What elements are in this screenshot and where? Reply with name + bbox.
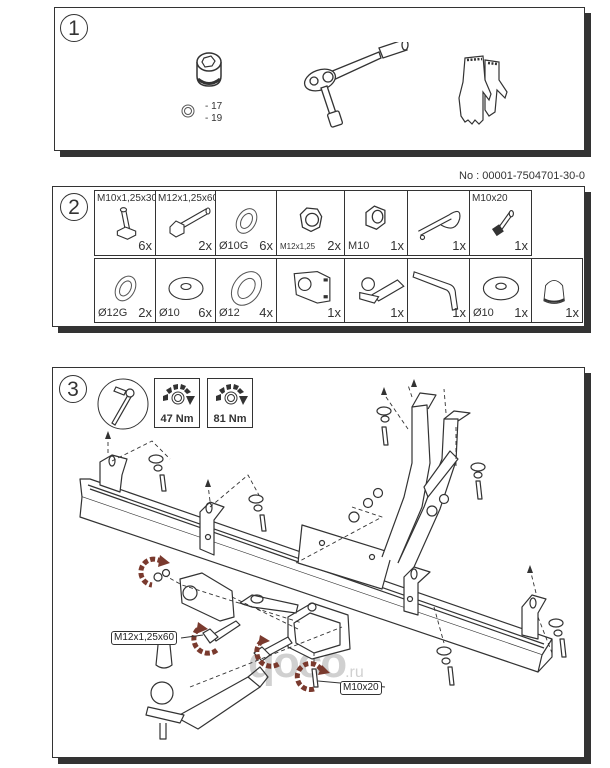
part-cell: M10 1x — [344, 190, 408, 256]
part-cell: M10x1,25x30 6x — [94, 190, 158, 256]
part-cell: M10x20 1x — [469, 190, 532, 256]
part-quantity: 4x — [259, 305, 273, 320]
part-quantity: 1x — [390, 238, 404, 253]
left-mount-bracket — [99, 454, 128, 493]
part-cell: 1x — [344, 258, 408, 323]
part-quantity: 1x — [452, 238, 466, 253]
socket-size-17: - 17 — [205, 101, 223, 112]
socket-size-icon — [181, 104, 195, 118]
part-quantity: 2x — [198, 238, 212, 253]
large-washer-icon — [230, 271, 263, 306]
part-quantity: 2x — [327, 238, 341, 253]
part-name: Ø12G — [98, 307, 128, 319]
part-quantity: 1x — [327, 305, 341, 320]
gloves-icon — [458, 55, 508, 125]
part-quantity: 6x — [198, 305, 212, 320]
pin-icon — [412, 271, 459, 311]
part-quantity: 1x — [452, 305, 466, 320]
part-quantity: 2x — [138, 305, 152, 320]
tow-ball-mount-icon — [359, 277, 405, 304]
torque-value-47: 47 Nm — [160, 413, 194, 425]
part-name: Ø10G — [219, 240, 249, 252]
socket-icon — [196, 52, 222, 87]
part-size-label: M12x1,25x60 — [158, 193, 219, 204]
part-quantity: 6x — [138, 238, 152, 253]
part-quantity: 1x — [514, 238, 528, 253]
towbar-assembly-drawing — [79, 379, 567, 740]
part-name: Ø10 — [473, 307, 494, 319]
tow-ball-mount — [175, 676, 261, 730]
socket-plate-icon — [293, 270, 331, 304]
part-quantity: 1x — [565, 305, 579, 320]
part-cell: Ø12G 2x — [94, 258, 156, 323]
torque-47nm: 47 Nm — [154, 378, 200, 428]
lock-nut-icon — [299, 207, 323, 233]
part-cell: Ø10 1x — [469, 258, 532, 323]
spring-washer-icon — [235, 208, 258, 234]
part-size-label: M10x1,25x30 — [97, 193, 158, 204]
part-size-label: M10x20 — [472, 193, 508, 204]
electric-socket-plate — [179, 572, 235, 622]
part-cell: Ø12 4x — [215, 258, 277, 323]
part-cell: 1x — [531, 258, 583, 323]
part-quantity: 1x — [514, 305, 528, 320]
callout-m10-bolt: M10x20 — [340, 681, 382, 695]
part-name: M12x1,25 — [280, 242, 316, 251]
part-quantity: 6x — [259, 238, 273, 253]
part-cell: M12x1,25 2x — [276, 190, 345, 256]
part-name: Ø10 — [159, 307, 180, 319]
part-cell: Ø10G 6x — [215, 190, 277, 256]
right-side-arm — [381, 404, 431, 564]
part-quantity: 1x — [390, 305, 404, 320]
part-cell: 1x — [276, 258, 345, 323]
torque-arrow-icon — [163, 384, 195, 405]
flat-washer-icon — [482, 276, 520, 301]
mid-mount-bracket — [199, 501, 225, 556]
flat-washer-icon — [168, 276, 204, 301]
bolt-m10 — [311, 668, 319, 688]
watermark-suffix: .ru — [345, 664, 364, 681]
hitch-pin — [239, 594, 299, 614]
part-cell: M12x1,25x60 2x — [155, 190, 219, 256]
part-name: M10 — [348, 240, 370, 252]
step-number-1: 1 — [60, 14, 88, 42]
torque-rotation-arrows — [138, 556, 325, 693]
torque-value-81: 81 Nm — [213, 413, 247, 425]
ratchet-wrench-icon — [303, 42, 409, 128]
far-right-mount-bracket — [521, 594, 547, 640]
part-cell: 1x — [407, 190, 470, 256]
step-number-2: 2 — [60, 193, 88, 221]
step-1-panel: 1 - 17 - 19 — [54, 7, 585, 151]
r-clip-icon — [418, 210, 461, 241]
document-number: No : 00001-7504701-30-0 — [459, 170, 585, 182]
long-bolt-icon — [169, 207, 211, 238]
spring-washer-icon — [114, 275, 137, 302]
hex-nut-icon — [365, 205, 386, 230]
torque-arrow-icon — [216, 384, 248, 405]
right-mount-bracket — [403, 566, 431, 616]
part-name: Ø12 — [219, 307, 240, 319]
bolt-icon — [116, 207, 137, 240]
callout-m12-bolt: M12x1,25x60 — [111, 631, 178, 645]
torque-81nm: 81 Nm — [207, 378, 253, 428]
part-cell: Ø10 6x — [155, 258, 216, 323]
socket-size-19: - 19 — [205, 113, 223, 124]
step-number-3: 3 — [59, 375, 87, 403]
wrench-tool-circle-icon — [97, 378, 149, 430]
ball-cap-icon — [543, 279, 565, 304]
part-cell: 1x — [407, 258, 470, 323]
short-bolt-icon — [491, 209, 514, 237]
